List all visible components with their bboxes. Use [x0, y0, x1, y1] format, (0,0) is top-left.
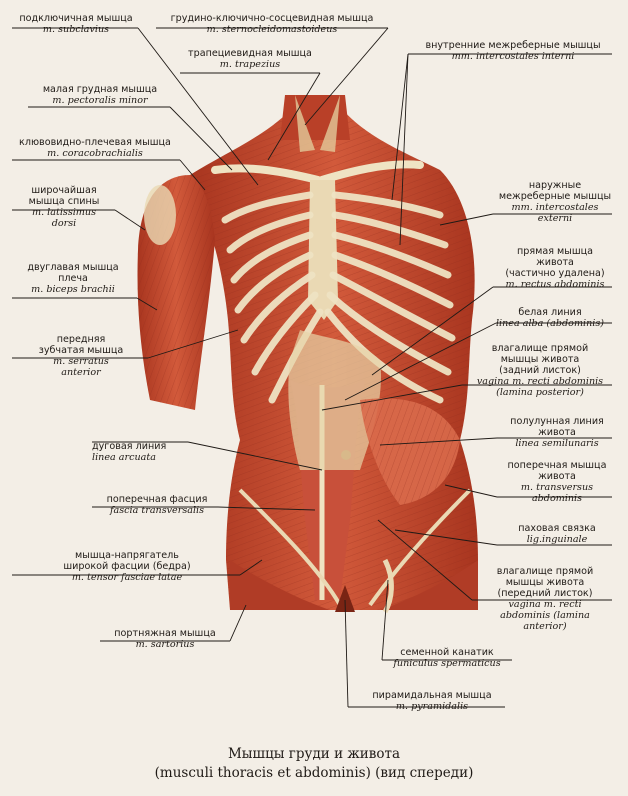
label-linea-arcuata-la: linea arcuata — [92, 452, 156, 463]
label-intercostales-externi-ru2: межреберные мышцы — [498, 191, 612, 202]
label-fascia-transversalis: поперечная фасция fascia transversalis — [96, 494, 218, 516]
label-vagina-anterior-ru2: мышцы живота — [505, 577, 585, 588]
figure-caption-line1: Мышцы груди и живота — [227, 746, 401, 762]
label-latissimus-la1: m. latissimus — [31, 207, 97, 218]
label-vagina-posterior-la1: vagina m. recti abdominis — [476, 376, 604, 387]
label-lig-inguinale-la: lig.inguinale — [526, 534, 588, 545]
label-transversus-abdominis: поперечная мышца живота m. transversus a… — [497, 460, 617, 504]
label-rectus-abdominis: прямая мышца живота (частично удалена) m… — [493, 246, 617, 290]
label-sternocleidomastoideus-ru: грудино-ключично-сосцевидная мышца — [170, 13, 374, 24]
label-latissimus-ru1: широчайшая — [31, 185, 97, 196]
label-pyramidalis-la: m. pyramidalis — [395, 701, 469, 712]
label-intercostales-externi-la1: mm. intercostales — [511, 202, 599, 213]
label-tensor-fasciae-ru2: широкой фасции (бедра) — [63, 561, 191, 572]
label-pyramidalis-ru: пирамидальная мышца — [372, 690, 492, 701]
label-vagina-posterior-ru2: мышцы живота — [500, 354, 580, 365]
label-serratus-ru2: зубчатая мышца — [38, 345, 124, 356]
label-funiculus-spermaticus-ru: семенной канатик — [400, 647, 494, 658]
label-linea-semilunaris-ru2: живота — [538, 427, 576, 438]
label-serratus-ru1: передняя — [56, 334, 106, 345]
label-transversus-abdominis-la1: m. transversus — [520, 482, 594, 493]
label-biceps-la: m. biceps brachii — [31, 284, 115, 295]
label-vagina-anterior-ru1: влагалище прямой — [496, 566, 594, 577]
label-sartorius: портняжная мышца m. sartorius — [100, 628, 230, 650]
label-linea-semilunaris-ru1: полулунная линия — [510, 416, 604, 427]
label-vagina-posterior-ru3: (задний листок) — [499, 365, 581, 376]
label-subclavius: подключичная мышца m. subclavius — [14, 13, 138, 35]
label-latissimus-ru2: мышца спины — [28, 196, 100, 207]
label-tensor-fasciae-ru1: мышца-напрягатель — [75, 550, 179, 561]
label-vagina-anterior-la3: anterior) — [523, 621, 567, 632]
label-subclavius-ru: подключичная мышца — [19, 13, 133, 24]
label-serratus: передняя зубчатая мышца m. serratus ante… — [14, 334, 148, 378]
label-vagina-anterior: влагалище прямой мышцы живота (передний … — [472, 566, 618, 632]
label-linea-alba-la: linea alba (abdominis) — [495, 318, 605, 329]
label-subclavius-la: m. subclavius — [42, 24, 110, 35]
label-vagina-posterior: влагалище прямой мышцы живота (задний ли… — [462, 343, 618, 398]
label-sartorius-la: m. sartorius — [135, 639, 195, 650]
label-lig-inguinale: паховая связка lig.inguinale — [497, 523, 617, 545]
label-transversus-abdominis-ru2: живота — [538, 471, 576, 482]
label-latissimus: широчайшая мышца спины m. latissimus dor… — [14, 185, 114, 229]
label-sternocleidomastoideus-la: m. sternocleidomastoideus — [206, 24, 338, 35]
label-funiculus-spermaticus-la: funiculus spermaticus — [393, 658, 501, 669]
label-linea-arcuata-ru: дуговая линия — [92, 441, 167, 452]
label-intercostales-interni-la: mm. intercostales interni — [451, 51, 575, 62]
label-intercostales-externi: наружные межреберные мышцы mm. intercost… — [493, 180, 617, 224]
label-coracobrachialis-la: m. coracobrachialis — [47, 148, 143, 159]
label-serratus-la2: anterior — [61, 367, 101, 378]
label-intercostales-externi-ru1: наружные — [528, 180, 582, 191]
label-pectoralis-minor: малая грудная мышца m. pectoralis minor — [30, 84, 170, 106]
label-vagina-posterior-la2: (lamina posterior) — [496, 387, 584, 398]
label-biceps-ru2: плеча — [58, 273, 88, 284]
label-transversus-abdominis-la2: abdominis — [531, 493, 583, 504]
label-vagina-posterior-ru1: влагалище прямой — [491, 343, 589, 354]
label-linea-semilunaris: полулунная линия живота linea semilunari… — [497, 416, 617, 449]
label-sternocleidomastoideus: грудино-ключично-сосцевидная мышца m. st… — [156, 13, 388, 35]
label-trapezius: трапециевидная мышца m. trapezius — [180, 48, 320, 70]
label-biceps-ru1: двуглавая мышца — [27, 262, 119, 273]
label-trapezius-ru: трапециевидная мышца — [188, 48, 312, 59]
label-fascia-transversalis-ru: поперечная фасция — [106, 494, 208, 505]
label-intercostales-externi-la2: externi — [537, 213, 573, 224]
sternum-shape — [308, 180, 338, 320]
label-serratus-la1: m. serratus — [53, 356, 109, 367]
label-linea-arcuata: дуговая линия linea arcuata — [92, 441, 188, 463]
label-pyramidalis: пирамидальная мышца m. pyramidalis — [358, 690, 506, 712]
label-pectoralis-minor-la: m. pectoralis minor — [52, 95, 148, 106]
label-linea-semilunaris-la: linea semilunaris — [515, 438, 599, 449]
label-pectoralis-minor-ru: малая грудная мышца — [42, 84, 158, 95]
label-fascia-transversalis-la: fascia transversalis — [109, 505, 205, 516]
label-latissimus-la2: dorsi — [51, 218, 77, 229]
label-rectus-abdominis-ru1: прямая мышца — [516, 246, 594, 257]
label-vagina-anterior-la1: vagina m. recti — [508, 599, 582, 610]
figure-caption-line2: (musculi thoracis et abdominis) (вид спе… — [154, 765, 474, 781]
label-coracobrachialis: клювовидно-плечевая мышца m. coracobrach… — [10, 137, 180, 159]
label-rectus-abdominis-ru2: живота — [536, 257, 574, 268]
label-intercostales-interni: внутренние межреберные мышцы mm. interco… — [408, 40, 618, 62]
label-trapezius-la: m. trapezius — [219, 59, 281, 70]
label-vagina-anterior-ru3: (передний листок) — [497, 588, 593, 599]
label-vagina-anterior-la2: abdominis (lamina — [500, 610, 590, 621]
label-rectus-abdominis-ru3: (частично удалена) — [505, 268, 605, 279]
label-rectus-abdominis-la: m. rectus abdominis — [505, 279, 605, 290]
label-tensor-fasciae-la: m. tensor fasciae latae — [71, 572, 183, 583]
label-biceps: двуглавая мышца плеча m. biceps brachii — [10, 262, 136, 295]
label-linea-alba: белая линия linea alba (abdominis) — [482, 307, 618, 329]
label-transversus-abdominis-ru1: поперечная мышца — [507, 460, 607, 471]
label-tensor-fasciae: мышца-напрягатель широкой фасции (бедра)… — [14, 550, 240, 583]
label-funiculus-spermaticus: семенной канатик funiculus spermaticus — [382, 647, 512, 669]
label-sartorius-ru: портняжная мышца — [114, 628, 216, 639]
label-coracobrachialis-ru: клювовидно-плечевая мышца — [19, 137, 171, 148]
label-lig-inguinale-ru: паховая связка — [518, 523, 596, 534]
label-intercostales-interni-ru: внутренние межреберные мышцы — [425, 40, 601, 51]
label-linea-alba-ru: белая линия — [518, 307, 582, 318]
